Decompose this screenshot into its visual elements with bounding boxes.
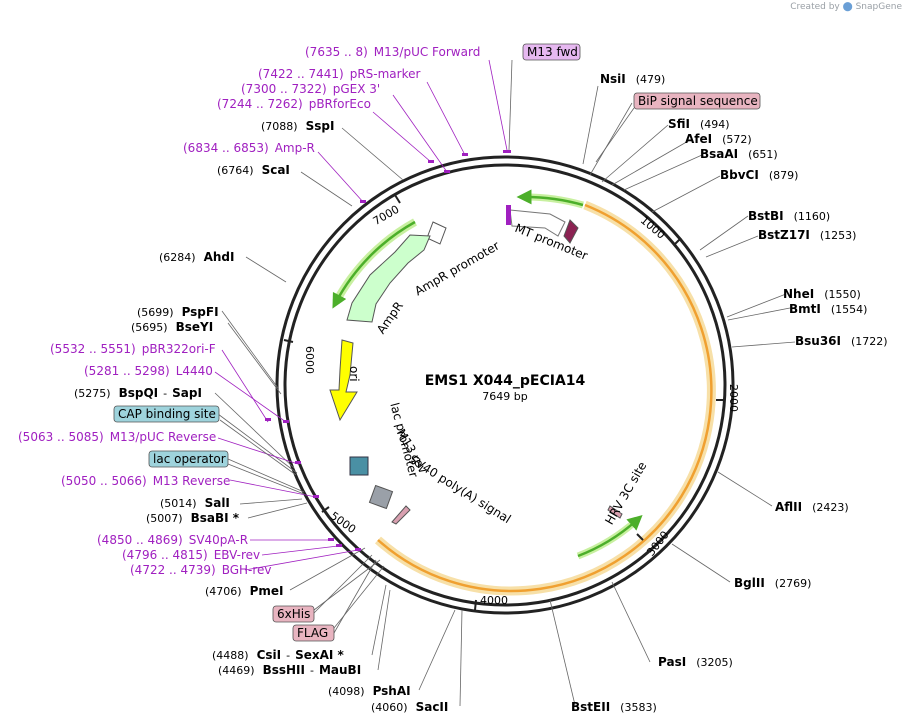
lac-operator-label: lac operator [153,452,226,466]
flag-leader [333,565,385,629]
m13fwd-mark [506,205,511,225]
bip-label: BiP signal sequence [638,94,758,108]
sv40-arrow [391,505,411,525]
bip-arrow-line [516,189,584,207]
his-label: 6xHis [277,607,310,621]
snapgene-logo-icon: ⬤ [842,2,853,12]
enzyme-nhei: NheI(1550) [783,287,861,301]
enzyme-csii-sexai: (4488)CsiI-SexAI * [212,648,345,662]
enzyme-sali: (5014)SalI [160,496,230,510]
tick-marks [283,194,725,611]
primer-marks [265,150,511,551]
orf-arc [377,203,713,593]
ori-shape [329,339,358,422]
enzyme-bbvci: BbvCI(879) [720,168,798,182]
hrv-arrow-line [577,514,643,558]
enzyme-bsu36i: Bsu36I(1722) [795,334,888,348]
credit-prefix: Created by [790,2,840,12]
enzyme-sfii: SfiI(494) [668,117,730,131]
enzyme-pasi: PasI(3205) [658,655,733,669]
primer-l4440: (5281 .. 5298)L4440 [84,364,213,378]
enzyme-bstbi: BstBI(1160) [748,209,830,223]
enzyme-bstz17i: BstZ17I(1253) [758,228,856,242]
primer-ebv-rev: (4796 .. 4815)EBV-rev [122,548,260,562]
boxed-feature-cap: CAP binding site [113,405,220,423]
primer-leader-lines [214,59,508,571]
primer-labels: (7635 .. 8)M13/pUC Forward (7422 .. 7441… [18,45,480,577]
primer-m13puc-reverse: (5063 .. 5085)M13/pUC Reverse [18,430,216,444]
enzyme-pshai: (4098)PshAI [328,684,411,698]
cap-leader [219,419,297,476]
plasmid-length: 7649 bp [482,390,527,403]
m13fwd-leader [508,59,513,151]
enzyme-nsii: NsiI(479) [600,72,665,86]
primer-sv40pa-r: (4850 .. 4869)SV40pA-R [97,533,248,547]
boxed-feature-bip: BiP signal sequence [633,92,761,110]
primer-bgh-rev: (4722 .. 4739)BGH-rev [130,563,272,577]
enzyme-labels-right: NsiI(479) SfiI(494) AfeI(572) BsaAI(651)… [571,72,888,714]
credit-brand: SnapGene [855,2,902,12]
enzyme-bsshii-maubi: (4469)BssHII-MauBI [218,663,361,677]
boxed-feature-m13fwd: M13 fwd [522,43,581,61]
enzyme-afei: AfeI(572) [685,132,752,146]
ampr-promoter-label: AmpR promoter [412,239,502,299]
enzyme-bsabi: (5007)BsaBI * [146,511,240,525]
enzyme-bspqi-sapi: (5275)BspQI-SapI [74,386,202,400]
enzyme-sacii: (4060)SacII [371,700,448,714]
mt-feature-mark [563,219,579,244]
ampr-shape [346,234,431,323]
primer-ampr: (6834 .. 6853)Amp-R [183,141,315,155]
enzyme-aflii: AflII(2423) [775,500,849,514]
hrv-site-shape [607,505,623,519]
lac-leader [227,463,305,495]
his-leader [313,559,381,611]
enzyme-bsaai: BsaAI(651) [700,147,778,161]
primer-m13puc-forward: (7635 .. 8)M13/pUC Forward [305,45,480,59]
tick-label-2000: 2000 [727,384,740,412]
enzyme-bsteii: BstEII(3583) [571,700,657,714]
enzyme-pmei: (4706)PmeI [205,584,283,598]
enzyme-pspfi: (5699)PspFI [137,305,219,319]
tick-label-4000: 4000 [480,594,508,607]
backbone-inner-ring [283,163,727,607]
enzyme-labels-left: (4060)SacII (4098)PshAI (4469)BssHII-Mau… [74,119,448,714]
enzyme-scai: (6764)ScaI [217,163,290,177]
enzyme-bmti: BmtI(1554) [789,302,867,316]
primer-prs-marker: (7422 .. 7441)pRS-marker [258,67,420,81]
bip-leader [595,107,635,163]
mt-promoter-shape [509,209,566,237]
leader-lines [214,85,796,707]
backbone-outer-ring [275,155,735,615]
ampr-promoter-shape [426,221,447,245]
cap-lac-block [349,456,369,476]
plasmid-name: EMS1 X044_pECIA14 [425,373,586,389]
enzyme-ahdi: (6284)AhdI [159,250,234,264]
hrv3c-label: HRV 3C site [602,459,649,527]
ampr-label: AmpR [374,299,406,336]
cap-label: CAP binding site [118,407,216,421]
boxed-feature-flag: FLAG [292,624,335,642]
sv40-block [368,484,394,510]
sv40-label: SV40 poly(A) signal [407,452,514,526]
primer-pbr322ori-f: (5532 .. 5551)pBR322ori-F [50,342,216,356]
flag-label: FLAG [297,626,328,640]
enzyme-bglii: BglII(2769) [734,576,811,590]
enzyme-sspi: (7088)SspI [261,119,334,133]
primer-pbrforeco: (7244 .. 7262)pBRforEco [217,97,371,111]
primer-pgex3: (7300 .. 7322)pGEX 3' [241,82,380,96]
boxed-feature-lac: lac operator [148,450,229,468]
tick-label-6000: 6000 [303,346,316,374]
m13fwd-label: M13 fwd [527,45,578,59]
boxed-feature-6xhis: 6xHis [272,605,315,623]
ampr-arrow-arc [332,220,416,309]
ori-label: ori [347,366,361,382]
primer-m13-reverse: (5050 .. 5066)M13 Reverse [61,474,230,488]
enzyme-bseyi: (5695)BseYI [131,320,213,334]
snapgene-credit: Created by ⬤ SnapGene [790,2,902,12]
